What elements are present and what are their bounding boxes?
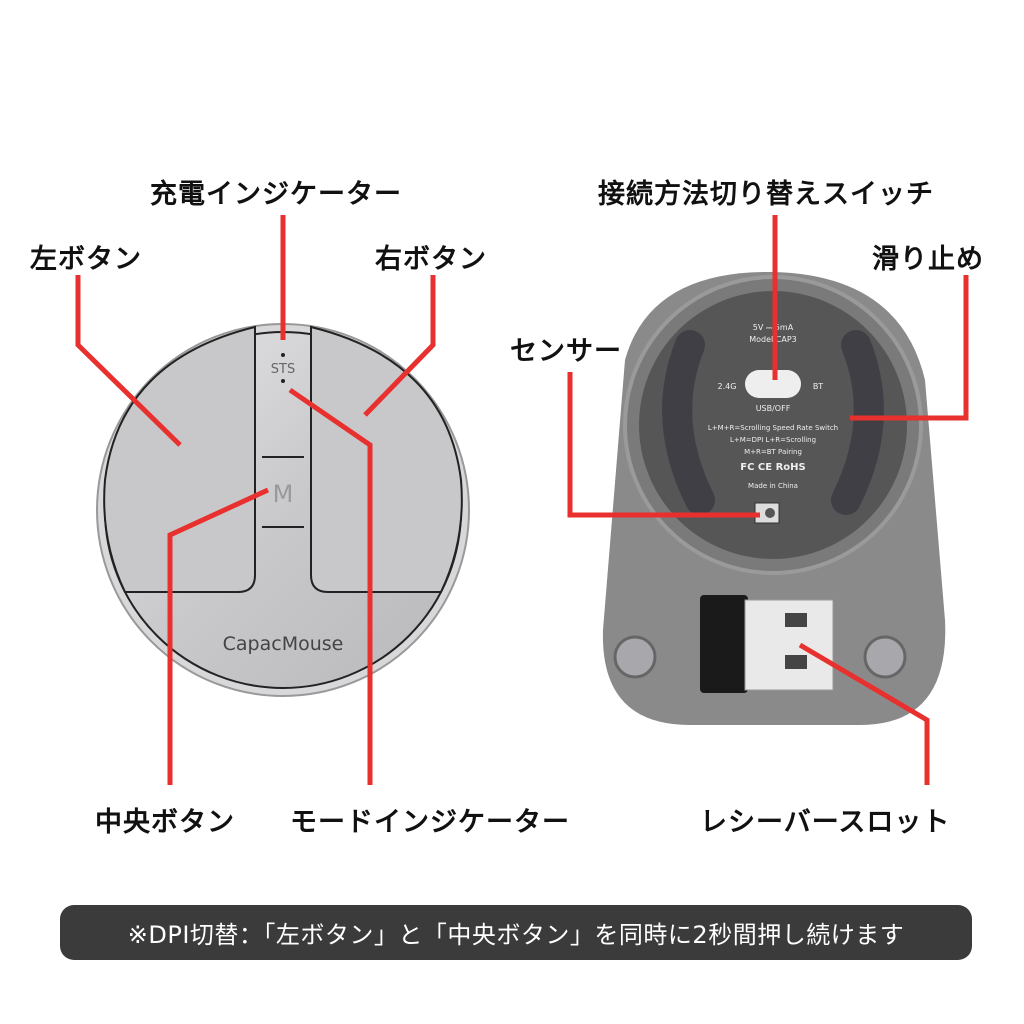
label-receiver-slot: レシーバースロット xyxy=(700,807,951,838)
sts-text: STS xyxy=(271,362,295,377)
label-mode-indicator: モードインジケーター xyxy=(290,807,570,838)
mouse-front: STS M CapacMouse xyxy=(96,323,470,697)
svg-text:L+M+R=Scrolling Speed Rate Swi: L+M+R=Scrolling Speed Rate Switch xyxy=(708,424,838,432)
mode-key-text: M xyxy=(273,480,294,508)
svg-text:L+M=DPI L+R=Scrolling: L+M=DPI L+R=Scrolling xyxy=(730,436,816,444)
label-right-button: 右ボタン xyxy=(375,244,487,275)
mouse-back: 5V ⎓ 5mA Model CAP3 2.4G BT USB/OFF L+M+… xyxy=(602,271,946,725)
svg-text:BT: BT xyxy=(813,382,823,391)
label-sensor: センサー xyxy=(510,336,622,367)
svg-text:Made in China: Made in China xyxy=(748,482,798,490)
label-anti-slip: 滑り止め xyxy=(872,244,984,275)
callout-lines xyxy=(75,215,969,785)
label-middle-button: 中央ボタン xyxy=(95,807,235,838)
svg-text:2.4G: 2.4G xyxy=(718,382,737,391)
left-button-shape xyxy=(103,325,256,593)
right-button-shape xyxy=(310,325,463,593)
connection-switch[interactable] xyxy=(745,370,801,398)
svg-text:FC CE RoHS: FC CE RoHS xyxy=(740,462,805,473)
label-left-button: 左ボタン xyxy=(30,244,142,275)
dpi-note: ※DPI切替：「左ボタン」と「中央ボタン」を同時に2秒間押し続けます xyxy=(60,905,972,960)
usb-receiver xyxy=(700,595,834,693)
label-charge-indicator: 充電インジケーター xyxy=(150,179,402,210)
brand-text: CapacMouse xyxy=(223,633,344,655)
svg-text:USB/OFF: USB/OFF xyxy=(756,404,791,413)
svg-text:M+R=BT Pairing: M+R=BT Pairing xyxy=(744,448,802,456)
label-connection-switch: 接続方法切り替えスイッチ xyxy=(598,179,934,210)
